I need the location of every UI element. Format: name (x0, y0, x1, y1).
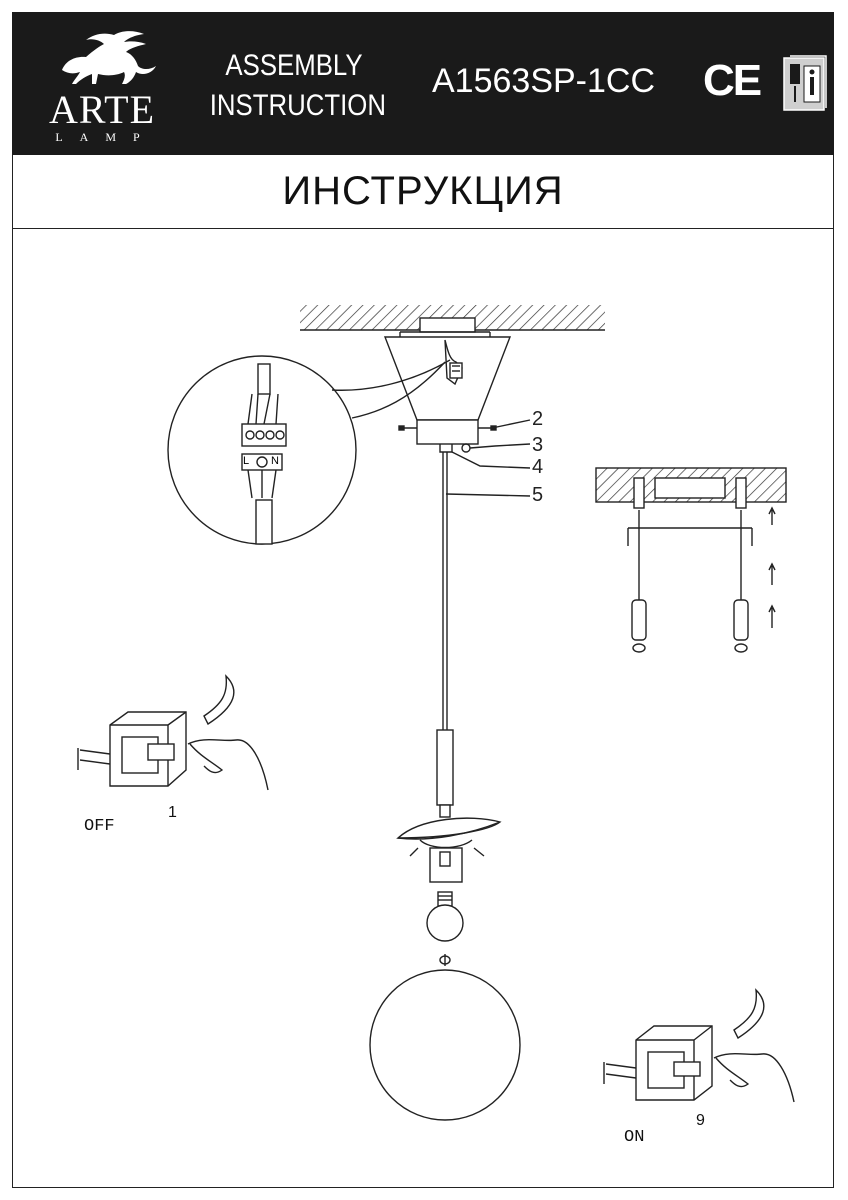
step-number-1: 1 (168, 804, 177, 821)
switch-off-label: OFF (84, 817, 115, 836)
terminal-label-n: N (271, 455, 279, 467)
griffin-icon (62, 31, 156, 84)
terminal-label-l: L (243, 455, 250, 467)
switch-on-label: ON (624, 1128, 645, 1147)
callout-3: 3 (532, 434, 544, 456)
callout-2: 2 (532, 408, 544, 430)
light-bulb (426, 904, 464, 942)
ce-mark: CE (703, 56, 762, 105)
document-type-line1: ASSEMBLY (225, 49, 363, 82)
switch-off (77, 674, 269, 791)
document-type: ASSEMBLY INSTRUCTION (209, 46, 387, 126)
glass-globe (369, 969, 521, 1121)
title-row: ИНСТРУКЦИЯ (12, 155, 834, 229)
mounting-plate (419, 317, 476, 333)
callout-5: 5 (532, 484, 544, 506)
document-type-line2: INSTRUCTION (209, 89, 387, 122)
page-title: ИНСТРУКЦИЯ (282, 169, 564, 213)
callout-4: 4 (532, 456, 544, 478)
switch-on (603, 988, 795, 1103)
brand-subtitle: LAMP (55, 130, 157, 144)
header-bar (12, 12, 834, 155)
lamp-socket (429, 847, 463, 883)
brand-name: ARTE (48, 87, 156, 132)
step-number-9: 9 (696, 1112, 705, 1129)
model-number: A1563SP-1CC (432, 62, 656, 100)
canopy-collar (416, 419, 479, 445)
info-manual-icon (783, 55, 827, 111)
